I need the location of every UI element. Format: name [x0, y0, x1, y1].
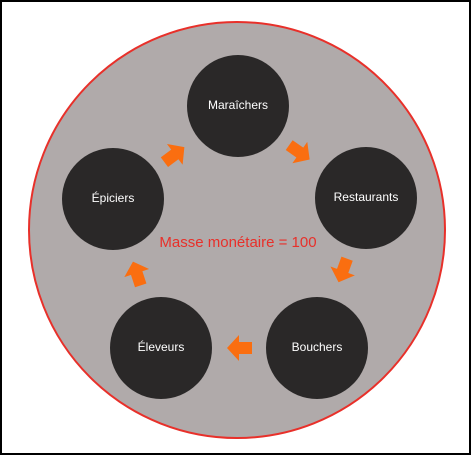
node-maraichers: Maraîchers	[187, 55, 289, 157]
center-label: Masse monétaire = 100	[159, 234, 316, 251]
node-label-maraichers: Maraîchers	[208, 98, 268, 112]
node-label-bouchers: Bouchers	[292, 340, 343, 354]
flow-arrow-restaurants-bouchers	[330, 256, 355, 283]
node-circle-maraichers	[187, 55, 289, 157]
node-restaurants: Restaurants	[315, 147, 417, 249]
node-circle-eleveurs	[110, 297, 212, 399]
node-circle-bouchers	[266, 297, 368, 399]
arrows-layer	[124, 140, 355, 361]
node-label-eleveurs: Éleveurs	[138, 339, 185, 354]
node-bouchers: Bouchers	[266, 297, 368, 399]
flow-arrow-epiciers-maraichers	[160, 144, 185, 168]
node-eleveurs: Éleveurs	[110, 297, 212, 399]
node-circle-restaurants	[315, 147, 417, 249]
node-label-epiciers: Épiciers	[92, 190, 135, 205]
node-epiciers: Épiciers	[62, 148, 164, 250]
node-label-restaurants: Restaurants	[334, 190, 399, 204]
flow-arrow-bouchers-eleveurs	[227, 335, 252, 361]
flow-arrow-eleveurs-epiciers	[124, 261, 150, 288]
flow-arrow-maraichers-restaurants	[285, 140, 310, 164]
node-circle-epiciers	[62, 148, 164, 250]
